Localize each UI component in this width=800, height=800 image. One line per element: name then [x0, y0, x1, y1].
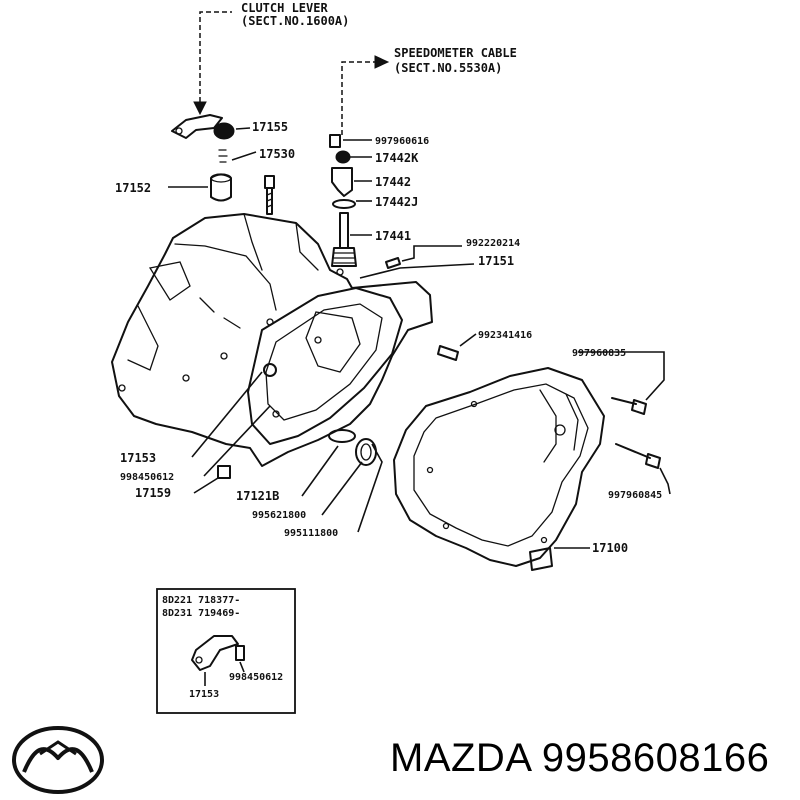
inset-box: 8D221 718377- 8D231 719469- 998450612 17…	[156, 588, 296, 714]
inset-row-1: 8D221 718377-	[162, 595, 240, 606]
breather-plug	[437, 345, 459, 361]
label-992341416: 992341416	[478, 330, 532, 341]
speedometer-cable-callout: SPEEDOMETER CABLE (SECT.NO.5530A)	[341, 46, 517, 135]
bolt-997960845	[615, 443, 661, 469]
label-997960845: 997960845	[608, 490, 662, 501]
part-labels: 17155 17530 17152 997960616 17442K 17442…	[115, 120, 662, 555]
leader-lines	[168, 127, 671, 549]
plug-17159	[217, 465, 231, 479]
inset-row-2: 8D231 719469-	[162, 608, 240, 619]
label-17151: 17151	[478, 254, 514, 268]
label-17441: 17441	[375, 229, 411, 243]
label-17152: 17152	[115, 181, 151, 195]
inset-label-17153: 17153	[189, 689, 219, 700]
clutch-lever-section: (SECT.NO.1600A)	[241, 14, 349, 28]
inset-label-998450612: 998450612	[229, 672, 283, 683]
label-997960616: 997960616	[375, 136, 429, 147]
speedometer-gear-stack	[329, 134, 401, 269]
speedometer-cable-label: SPEEDOMETER CABLE	[394, 46, 517, 60]
label-17530: 17530	[259, 147, 295, 161]
label-17155: 17155	[252, 120, 288, 134]
label-998450612: 998450612	[120, 472, 174, 483]
label-995111800: 995111800	[284, 528, 338, 539]
mazda-logo	[12, 726, 104, 794]
bolt-17530	[264, 175, 275, 215]
label-992220214: 992220214	[466, 238, 520, 249]
clutch-release-fork	[171, 114, 223, 139]
bushing-17152	[210, 173, 232, 202]
oil-seal	[355, 438, 377, 466]
label-17442j: 17442J	[375, 195, 418, 209]
brand-part-number: MAZDA 9958608166	[390, 736, 770, 780]
spring-part	[218, 149, 228, 163]
label-17153: 17153	[120, 451, 156, 465]
clutch-lever-callout: CLUTCH LEVER (SECT.NO.1600A)	[193, 1, 349, 116]
label-17442k: 17442K	[375, 151, 419, 165]
label-17121b: 17121B	[236, 489, 279, 503]
clutch-housing	[111, 213, 433, 467]
label-997960835: 997960835	[572, 348, 626, 359]
label-17159: 17159	[135, 486, 171, 500]
label-995621800: 995621800	[252, 510, 306, 521]
bolt-997960835	[611, 397, 647, 415]
label-17100: 17100	[592, 541, 628, 555]
label-17442: 17442	[375, 175, 411, 189]
transaxle-case	[393, 367, 605, 571]
bushing-17155	[213, 122, 235, 140]
clutch-lever-label: CLUTCH LEVER	[241, 1, 328, 15]
speedometer-cable-section: (SECT.NO.5530A)	[394, 61, 502, 75]
